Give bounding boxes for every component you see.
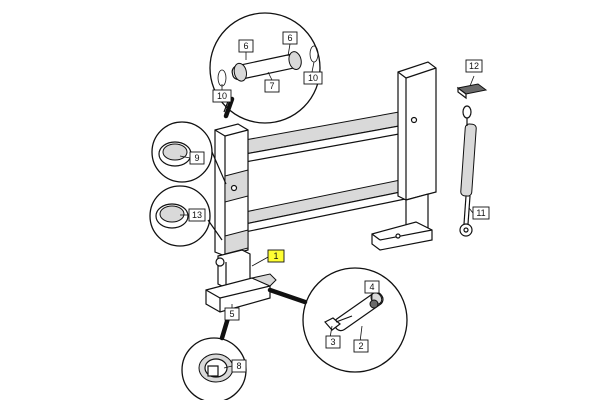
- callout-10b: 10: [303, 71, 323, 85]
- end-cap: [456, 83, 488, 100]
- callout-13-label: 13: [192, 210, 202, 220]
- callout-13: 13: [188, 208, 206, 222]
- callout-8-label: 8: [236, 361, 241, 371]
- callout-9: 9: [189, 151, 205, 165]
- callout-8: 8: [231, 359, 247, 373]
- callout-12: 12: [465, 59, 483, 73]
- callout-6b: 6: [282, 31, 298, 45]
- callout-12-label: 12: [469, 61, 479, 71]
- callout-2: 2: [353, 339, 369, 353]
- callout-4: 4: [364, 280, 380, 294]
- callout-5: 5: [224, 307, 240, 321]
- detail-knob-circle: [181, 315, 247, 400]
- right-upright: [397, 61, 437, 201]
- callout-10a: 10: [212, 89, 232, 103]
- callout-9-label: 9: [194, 153, 199, 163]
- detail-pin-circle: [209, 12, 321, 124]
- callout-1: 1: [267, 249, 285, 263]
- frame-assembly: [205, 61, 437, 313]
- callout-6a-label: 6: [243, 41, 248, 51]
- callout-3-label: 3: [330, 337, 335, 347]
- detail-bolt-circle: [267, 267, 408, 373]
- callout-11: 11: [472, 206, 490, 220]
- callout-1-label: 1: [273, 251, 278, 261]
- callout-5-label: 5: [229, 309, 234, 319]
- callout-11-label: 11: [476, 208, 485, 218]
- callout-7: 7: [264, 79, 280, 93]
- callout-6b-label: 6: [287, 33, 292, 43]
- gas-strut: [459, 105, 477, 237]
- callout-10b-label: 10: [308, 73, 318, 83]
- callout-7-label: 7: [269, 81, 274, 91]
- callout-6a: 6: [238, 39, 254, 53]
- callout-4-label: 4: [369, 282, 374, 292]
- callout-3: 3: [325, 335, 341, 349]
- detail-cap-13-circle: [149, 185, 223, 247]
- callout-10a-label: 10: [217, 91, 227, 101]
- callout-2-label: 2: [358, 341, 363, 351]
